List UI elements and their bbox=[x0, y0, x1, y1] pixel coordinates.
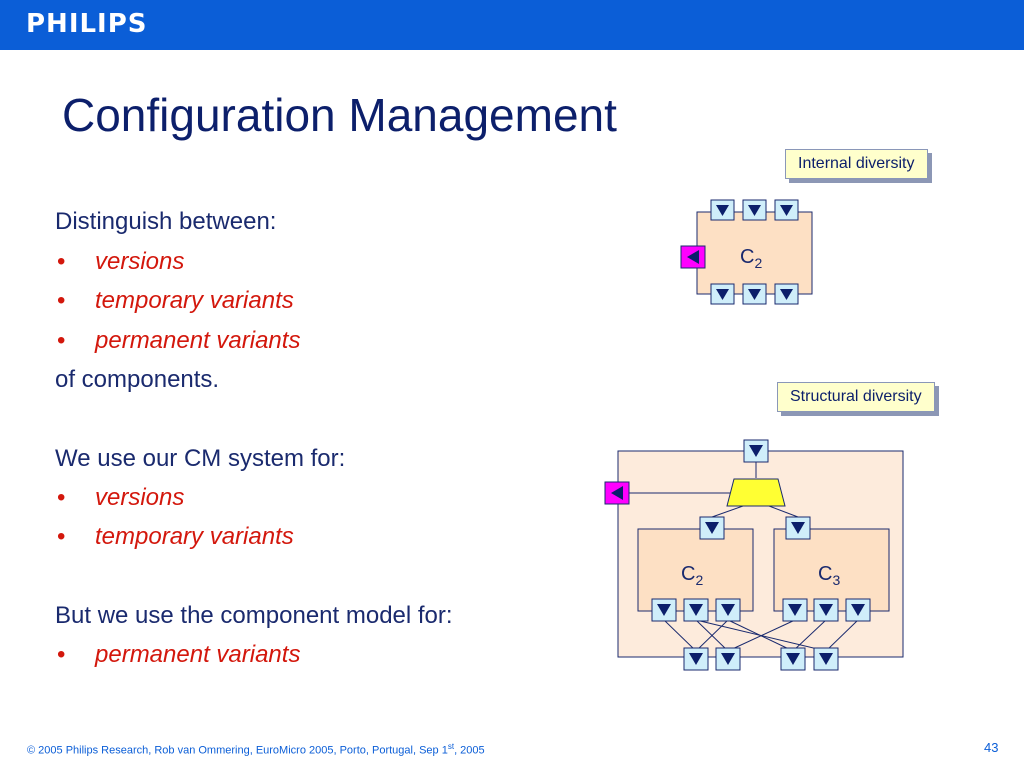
philips-logo: PHILIPS bbox=[26, 9, 148, 39]
bullet-marker: • bbox=[57, 484, 66, 511]
c2-inner-bottom-ports bbox=[651, 598, 741, 622]
triangle-down-icon bbox=[813, 647, 839, 671]
internal-bottom-ports bbox=[710, 283, 799, 305]
triangle-down-icon bbox=[774, 199, 799, 221]
c2-letter: C bbox=[740, 246, 754, 268]
list2-item-versions: versions bbox=[95, 484, 185, 511]
triangle-down-icon bbox=[782, 598, 808, 622]
triangle-down-icon bbox=[699, 516, 725, 540]
cm-intro-text: We use our CM system for: bbox=[55, 445, 346, 472]
triangle-down-icon bbox=[710, 283, 735, 305]
c3-subscript: 3 bbox=[832, 572, 840, 588]
c2-subscript: 2 bbox=[754, 255, 762, 271]
wiring-lines bbox=[629, 462, 859, 652]
c2-subscript: 2 bbox=[695, 572, 703, 588]
triangle-down-icon bbox=[774, 283, 799, 305]
triangle-down-icon bbox=[813, 598, 839, 622]
component-c3-inner bbox=[773, 528, 890, 612]
triangle-down-icon bbox=[845, 598, 871, 622]
slide-title: Configuration Management bbox=[62, 89, 617, 141]
internal-top-ports bbox=[710, 199, 799, 221]
c2-letter: C bbox=[681, 563, 695, 585]
internal-diversity-callout: Internal diversity bbox=[785, 149, 928, 179]
footer-superscript: st bbox=[447, 742, 455, 751]
footer-suffix: , 2005 bbox=[454, 744, 485, 757]
c3-inner-bottom-ports bbox=[782, 598, 871, 622]
footer-credit: © 2005 Philips Research, Rob van Ommerin… bbox=[27, 742, 485, 757]
triangle-left-icon bbox=[604, 481, 630, 505]
list1-item-temporary: temporary variants bbox=[95, 287, 294, 314]
triangle-down-icon bbox=[785, 516, 811, 540]
model-intro-text: But we use the component model for: bbox=[55, 602, 453, 629]
structural-diversity-callout: Structural diversity bbox=[777, 382, 935, 412]
component-c2-inner bbox=[637, 528, 754, 612]
footer-prefix: © 2005 Philips Research, Rob van Ommerin… bbox=[27, 744, 448, 757]
list3-item-permanent: permanent variants bbox=[95, 641, 301, 668]
triangle-down-icon bbox=[651, 598, 677, 622]
triangle-left-icon bbox=[680, 245, 706, 269]
triangle-down-icon bbox=[780, 647, 806, 671]
page-number: 43 bbox=[984, 740, 999, 755]
bullet-marker: • bbox=[57, 327, 66, 354]
c2-structural-label: C2 bbox=[681, 563, 703, 588]
bullet-marker: • bbox=[57, 287, 66, 314]
triangle-down-icon bbox=[710, 199, 735, 221]
switch-trapezoid-icon bbox=[726, 478, 786, 507]
component-c2-internal bbox=[696, 211, 813, 295]
triangle-down-icon bbox=[683, 598, 709, 622]
outro-text: of components. bbox=[55, 366, 220, 393]
bullet-marker: • bbox=[57, 641, 66, 668]
list2-item-temporary: temporary variants bbox=[95, 523, 294, 550]
list1-item-permanent: permanent variants bbox=[95, 327, 301, 354]
c3-structural-label: C3 bbox=[818, 563, 840, 588]
triangle-down-icon bbox=[743, 439, 769, 463]
bullet-marker: • bbox=[57, 248, 66, 275]
outer-bottom-ports bbox=[683, 647, 839, 671]
intro-text: Distinguish between: bbox=[55, 208, 277, 235]
triangle-down-icon bbox=[715, 647, 741, 671]
triangle-down-icon bbox=[742, 283, 767, 305]
triangle-down-icon bbox=[683, 647, 709, 671]
c3-letter: C bbox=[818, 563, 832, 585]
bullet-marker: • bbox=[57, 523, 66, 550]
header-bar: PHILIPS bbox=[0, 0, 1024, 50]
list1-item-versions: versions bbox=[95, 248, 185, 275]
triangle-down-icon bbox=[742, 199, 767, 221]
c2-internal-label: C2 bbox=[740, 246, 762, 271]
triangle-down-icon bbox=[715, 598, 741, 622]
